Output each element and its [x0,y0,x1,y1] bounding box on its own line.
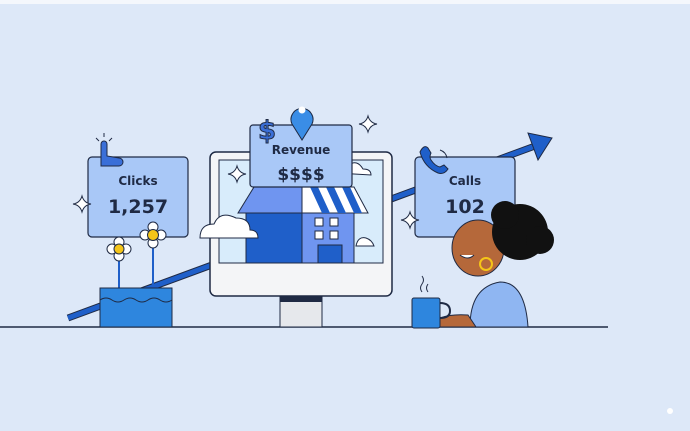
revenue-card: Revenue $$$$ [249,124,353,188]
clicks-value: 1,257 [108,196,168,218]
svg-text:$: $ [258,116,276,146]
calls-value: 102 [445,196,485,218]
sparkle-icon [72,114,420,230]
revenue-value: $$$$ [277,165,324,185]
clicks-label: Clicks [118,174,157,188]
top-strip [0,0,690,4]
cloud-icon [199,214,259,239]
calls-label: Calls [449,174,481,188]
flower-pot [99,221,173,328]
pointer-hand-icon [95,133,124,167]
clicks-card: Clicks 1,257 [87,156,189,238]
corner-dot [667,408,673,414]
coffee-mug-icon [411,275,452,329]
cloud-icon [355,237,375,247]
location-pin-icon [290,106,314,141]
calls-card: Calls 102 [414,156,516,238]
woman-character [427,201,554,328]
dollar-icon: $ [257,116,276,147]
revenue-label: Revenue [272,143,331,157]
store-building [237,186,369,264]
phone-icon [419,146,449,174]
